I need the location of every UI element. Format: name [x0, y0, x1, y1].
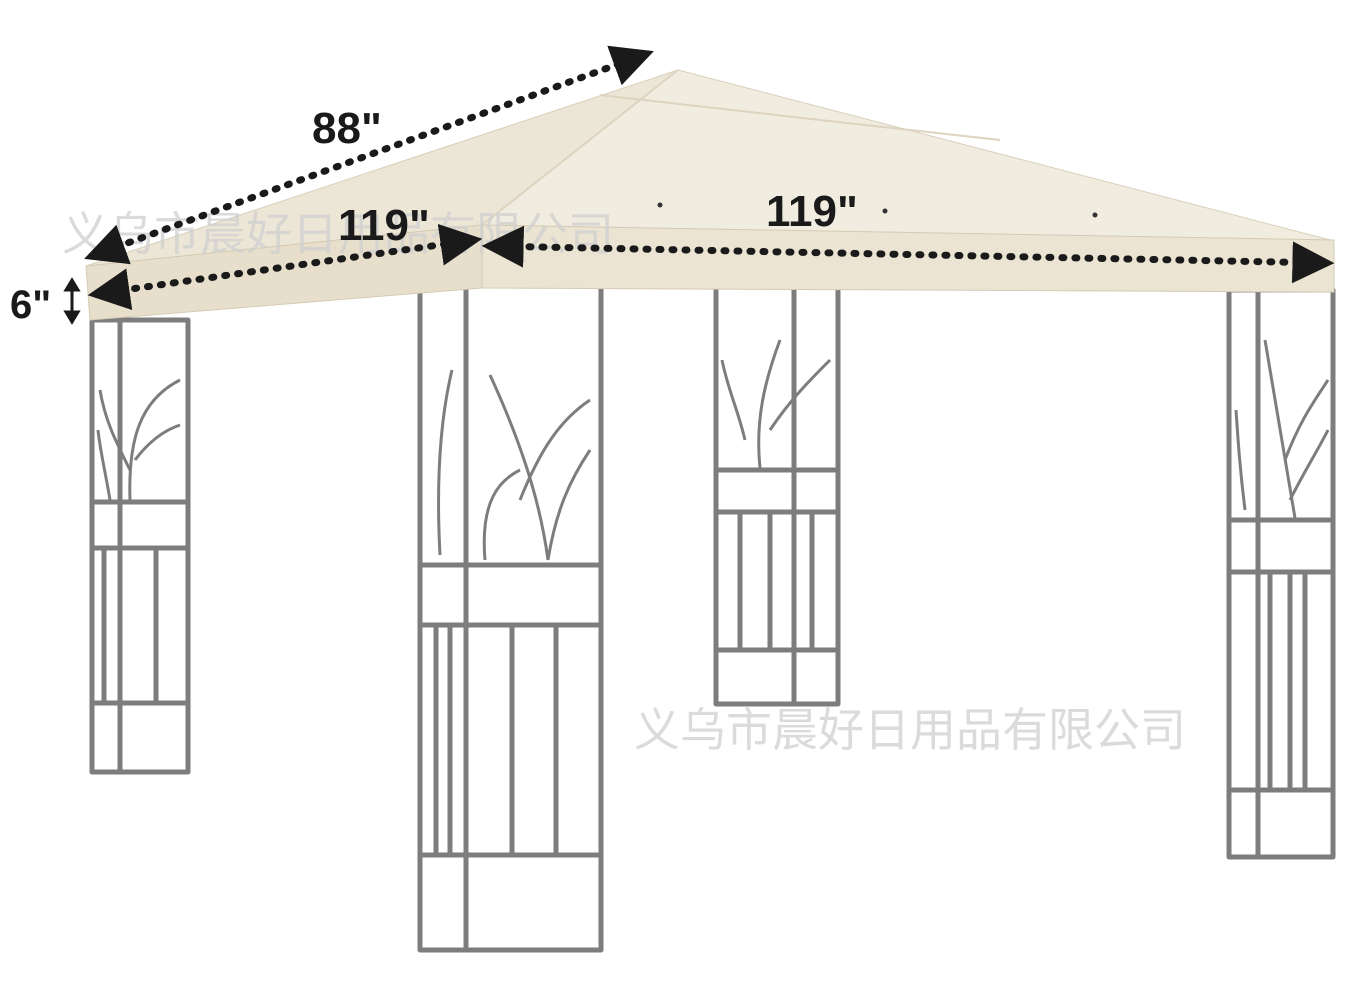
ridge-dimension-line	[84, 45, 654, 265]
post-front-right	[1226, 287, 1336, 860]
gazebo-frame	[89, 281, 1336, 953]
leaf-ornament	[96, 378, 181, 501]
leaf-ornament	[437, 369, 592, 561]
double-arrow-icon	[63, 277, 81, 325]
gazebo-canopy	[85, 69, 1335, 321]
side-width-dimension-line	[481, 225, 1335, 284]
leaf-ornament	[720, 339, 832, 469]
valance-height-label: 6"	[10, 283, 51, 327]
front-width-dimension-line	[87, 223, 483, 311]
side-width-label: 119"	[766, 187, 858, 236]
front-width-label: 119"	[338, 201, 430, 250]
dimension-lines	[84, 45, 1335, 311]
watermark-bottom: 义乌市晨好日用品有限公司	[634, 703, 1186, 757]
ridge-length-label: 88"	[312, 104, 382, 153]
post-front-left	[417, 282, 604, 953]
leaf-ornament	[1234, 339, 1330, 519]
post-back-middle	[713, 281, 841, 707]
post-back-left	[89, 317, 191, 775]
